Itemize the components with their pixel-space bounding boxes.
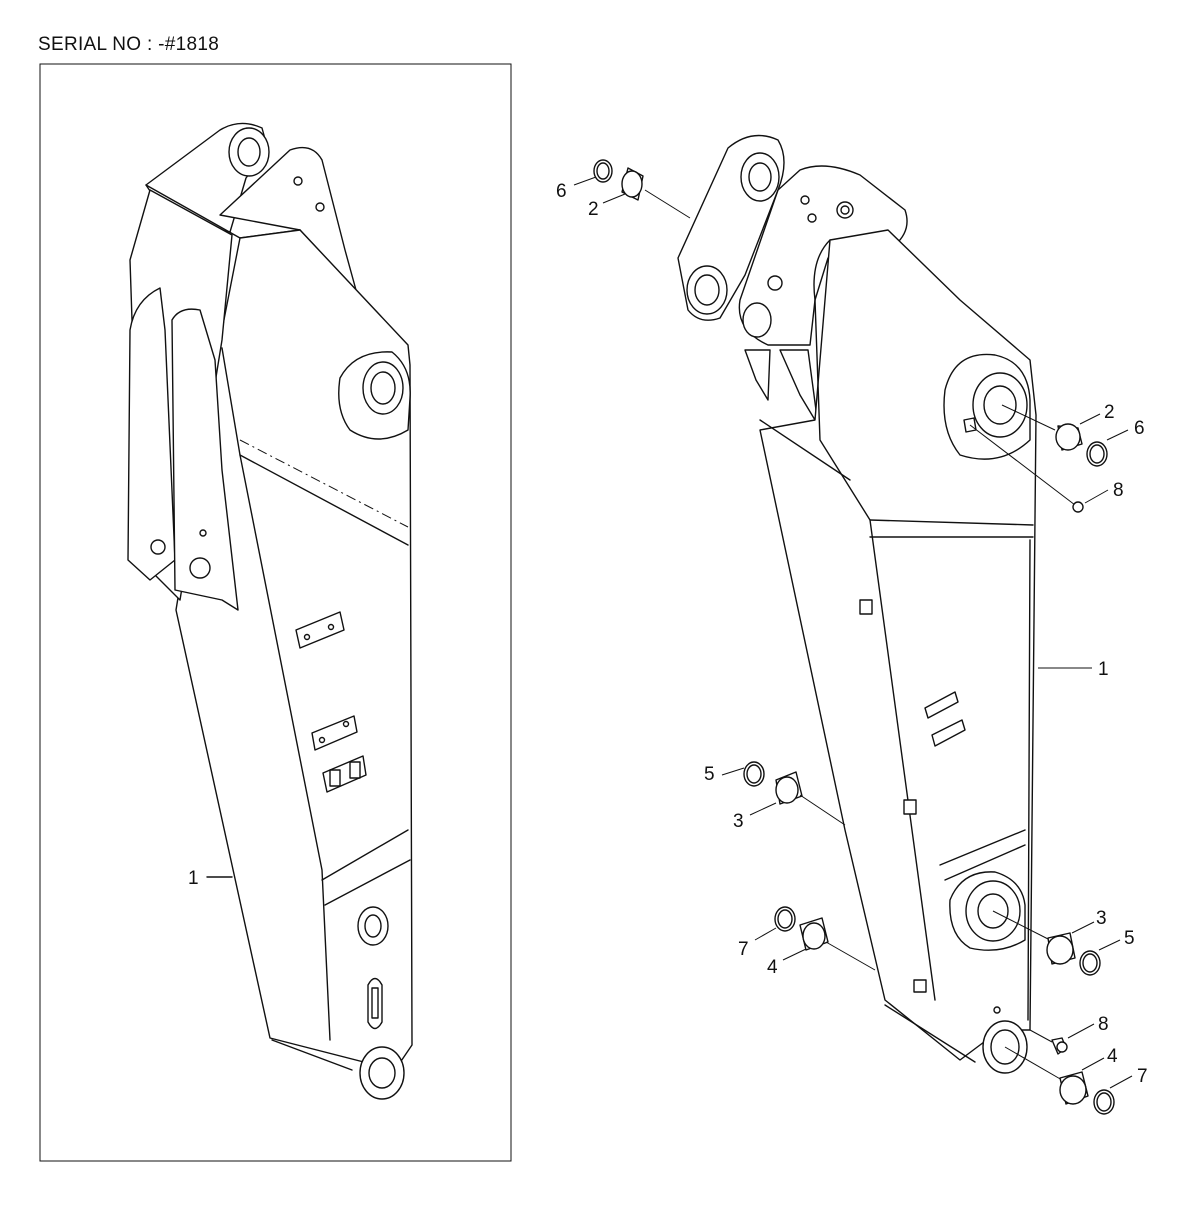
right-leader-3-foot — [1071, 921, 1095, 934]
right-leader-2-head — [1079, 413, 1101, 425]
right-callout-3-foot: 3 — [1096, 908, 1107, 929]
serial-number-label: SERIAL NO : -#1818 — [38, 34, 220, 55]
right-leader-8-tip-pin — [1029, 1029, 1053, 1043]
right-leader-6-top — [573, 176, 597, 186]
right-part-bushing-3-foot — [1046, 932, 1076, 965]
right-leader-4-low-pin — [825, 941, 876, 971]
right-leader-4-tip — [1081, 1057, 1105, 1071]
right-callout-7-tip: 7 — [1137, 1066, 1148, 1087]
right-leader-7-low — [754, 927, 777, 941]
right-leader-5-mid — [721, 767, 745, 776]
right-part-bushing-3-mid — [775, 771, 803, 805]
left-callout-1: 1 — [188, 868, 199, 889]
right-part-grease-fitting-8-head — [1072, 501, 1084, 513]
right-callout-6-head: 6 — [1134, 418, 1145, 439]
right-leader-2-head-pin — [1001, 404, 1056, 431]
right-leader-5-foot — [1098, 939, 1121, 951]
left-view-frame — [39, 63, 512, 1162]
right-leader-3-mid — [749, 802, 777, 816]
right-part-seal-7-low — [774, 906, 796, 932]
right-callout-8-tip: 8 — [1098, 1014, 1109, 1035]
right-callout-4-low: 4 — [767, 957, 778, 978]
right-part-seal-6-head — [1086, 441, 1108, 467]
right-part-bushing-2-top — [621, 167, 644, 201]
left-arm-assembly — [127, 122, 413, 1100]
right-callout-2-head: 2 — [1104, 402, 1115, 423]
right-part-seal-5-foot — [1079, 950, 1101, 976]
right-leader-3-mid-pin — [799, 794, 846, 826]
right-callout-5-foot: 5 — [1124, 928, 1135, 949]
right-callout-7-low: 7 — [738, 939, 749, 960]
right-leader-4-low — [782, 948, 807, 961]
right-leader-3-foot-pin — [992, 910, 1051, 941]
right-leader-8-head-pin — [969, 424, 1076, 506]
right-part-grease-fitting-8-tip — [1051, 1037, 1068, 1055]
right-part-bushing-4-low — [799, 917, 829, 951]
right-leader-2-top — [602, 193, 626, 204]
right-callout-4-tip: 4 — [1107, 1046, 1118, 1067]
right-leader-7-tip — [1109, 1075, 1133, 1089]
right-part-seal-7-tip — [1093, 1089, 1115, 1115]
right-leader-2-top-pin — [644, 189, 691, 219]
right-callout-3-mid: 3 — [733, 811, 744, 832]
right-part-bushing-4-tip — [1059, 1071, 1089, 1105]
right-leader-8-head — [1084, 489, 1109, 504]
right-callout-1: 1 — [1098, 659, 1109, 680]
right-callout-2-top: 2 — [588, 199, 599, 220]
right-part-seal-5-mid — [743, 761, 765, 787]
right-callout-8-head: 8 — [1113, 480, 1124, 501]
right-leader-4-tip-pin — [1004, 1046, 1063, 1081]
right-part-seal-6-top — [593, 159, 613, 183]
right-arm-assembly — [677, 134, 1037, 1074]
right-leader-6-head — [1106, 429, 1129, 441]
right-part-bushing-2-head — [1055, 423, 1083, 451]
right-leader-8-tip — [1067, 1023, 1095, 1039]
right-callout-6-top: 6 — [556, 181, 567, 202]
right-callout-5-mid: 5 — [704, 764, 715, 785]
